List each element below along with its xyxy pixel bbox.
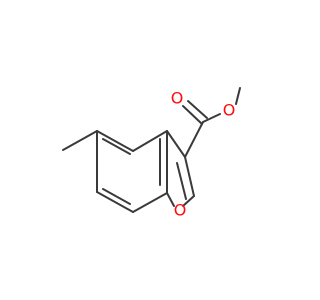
bond-benzene-2 xyxy=(132,130,168,152)
bond-benzene-5 xyxy=(96,191,134,213)
bond-furan-o-c7a xyxy=(166,192,175,207)
bond-furan-c2-o xyxy=(182,195,195,207)
carbonyl-oxygen-label: O xyxy=(171,89,184,108)
bond-benzene-1-inner xyxy=(102,138,131,155)
bond-group xyxy=(62,87,241,213)
bond-carbonyl-double-2 xyxy=(187,100,208,119)
bond-benzene-4 xyxy=(132,192,168,213)
bond-benzene-1 xyxy=(96,130,134,152)
bond-methyl xyxy=(62,130,98,151)
ester-oxygen-label: O xyxy=(223,101,236,120)
bond-ester-oxygen-methyl xyxy=(235,87,241,105)
bond-furan-c3-c2 xyxy=(184,156,195,197)
ring-oxygen-label: O xyxy=(174,201,187,220)
molecule-structure: O O O xyxy=(62,87,241,220)
bond-ester-c3-carbonyl xyxy=(184,121,204,158)
atom-label-group: O O O xyxy=(171,89,236,220)
bond-carbonyl-double-1 xyxy=(182,105,203,125)
bond-ester-carbonyl-oxygen xyxy=(202,113,221,123)
bond-furan-c3a-c3 xyxy=(166,130,186,158)
bond-benzene-5-inner xyxy=(102,188,131,205)
bond-furan-c3-c2-inner xyxy=(176,162,187,200)
